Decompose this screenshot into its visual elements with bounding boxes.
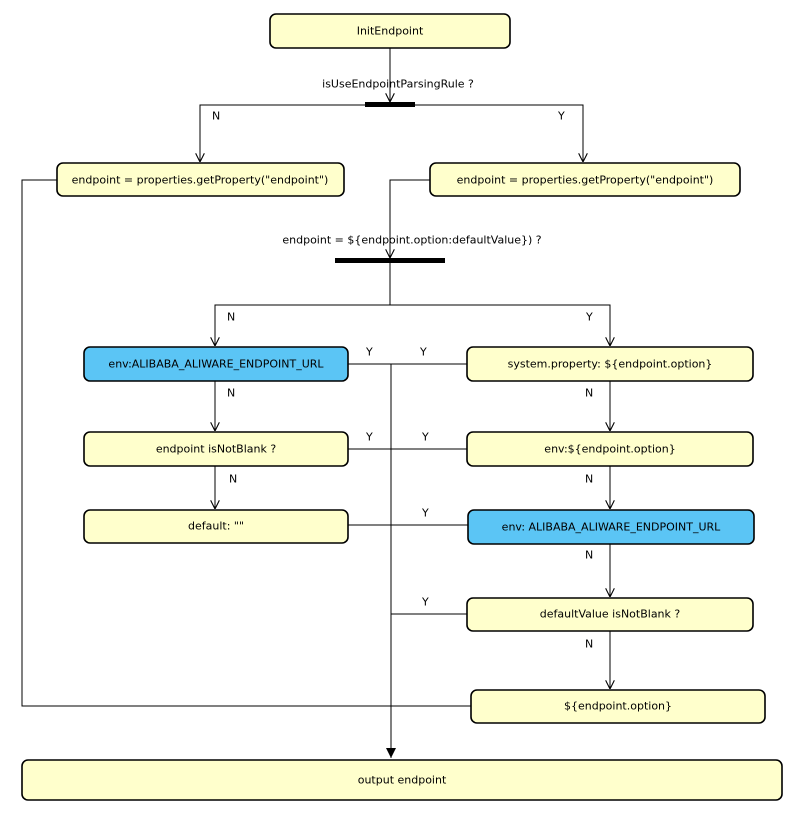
node-label: default: "" <box>188 520 244 533</box>
node-label: endpoint isNotBlank ? <box>156 443 277 456</box>
edge-label-y: Y <box>421 596 429 609</box>
node-env-aliware[interactable]: env:ALIBABA_ALIWARE_ENDPOINT_URL <box>83 346 349 382</box>
edge-label-n: N <box>212 110 220 123</box>
edge-label-y: Y <box>585 311 593 324</box>
edge-bar2-to-system-property <box>390 304 610 346</box>
edge-bar-to-prop-left <box>200 104 370 162</box>
node-label: env:${endpoint.option} <box>544 443 675 456</box>
edge-label-n: N <box>585 638 593 651</box>
edge-label-y: Y <box>365 431 373 444</box>
edge-label-y: Y <box>365 346 373 359</box>
node-box <box>269 13 511 49</box>
decision-label-use-rule: isUseEndpointParsingRule ? <box>322 78 474 91</box>
edge-label-n: N <box>585 473 593 486</box>
decision-bar-use-rule <box>365 102 415 107</box>
node-endpoint-is-not-blank[interactable]: endpoint isNotBlank ? <box>83 431 349 467</box>
node-box <box>466 346 754 382</box>
node-box <box>83 431 349 467</box>
edge-label-y: Y <box>557 110 565 123</box>
node-endpoint-option[interactable]: ${endpoint.option} <box>470 689 766 724</box>
node-label: env:ALIBABA_ALIWARE_ENDPOINT_URL <box>108 358 324 371</box>
node-box <box>21 759 783 801</box>
node-box <box>83 346 349 382</box>
node-init-endpoint[interactable]: InitEndpoint <box>269 13 511 49</box>
edge-bar-to-prop-right <box>410 104 583 162</box>
edge-label-n: N <box>585 387 593 400</box>
edge-label-n: N <box>227 311 235 324</box>
node-box <box>83 509 349 544</box>
edge-label-n: N <box>227 387 235 400</box>
decision-bar-default-value <box>335 258 445 263</box>
node-default-empty[interactable]: default: "" <box>83 509 349 544</box>
node-system-property[interactable]: system.property: ${endpoint.option} <box>466 346 754 382</box>
node-output-endpoint[interactable]: output endpoint <box>21 759 783 801</box>
node-box <box>56 162 345 197</box>
node-label: output endpoint <box>358 774 447 787</box>
edge-label-n: N <box>585 549 593 562</box>
node-label: env: ALIBABA_ALIWARE_ENDPOINT_URL <box>502 521 722 534</box>
node-label: ${endpoint.option} <box>564 700 672 713</box>
node-prop-left[interactable]: endpoint = properties.getProperty("endpo… <box>56 162 345 197</box>
node-default-value-not-blank[interactable]: defaultValue isNotBlank ? <box>466 597 754 632</box>
node-box <box>470 689 766 724</box>
node-box <box>466 597 754 632</box>
edge-label-y: Y <box>421 507 429 520</box>
node-label: system.property: ${endpoint.option} <box>508 358 713 371</box>
node-box <box>467 509 755 545</box>
edge-bar2-to-env-aliware <box>215 304 390 346</box>
node-label: endpoint = properties.getProperty("endpo… <box>72 174 329 187</box>
edge-prop-right-to-bar <box>390 179 430 258</box>
decision-label-default-value: endpoint = ${endpoint.option:defaultValu… <box>282 234 541 247</box>
node-label: InitEndpoint <box>357 25 424 38</box>
edge-label-n: N <box>229 473 237 486</box>
node-prop-right[interactable]: endpoint = properties.getProperty("endpo… <box>429 162 741 197</box>
node-label: endpoint = properties.getProperty("endpo… <box>457 174 714 187</box>
node-env-aliware-2[interactable]: env: ALIBABA_ALIWARE_ENDPOINT_URL <box>467 509 755 545</box>
edge-prop-left-loop <box>21 179 471 707</box>
node-label: defaultValue isNotBlank ? <box>540 608 681 621</box>
node-box <box>466 431 754 467</box>
edge-label-y: Y <box>419 346 427 359</box>
node-env-option[interactable]: env:${endpoint.option} <box>466 431 754 467</box>
edge-label-y: Y <box>421 431 429 444</box>
node-box <box>429 162 741 197</box>
